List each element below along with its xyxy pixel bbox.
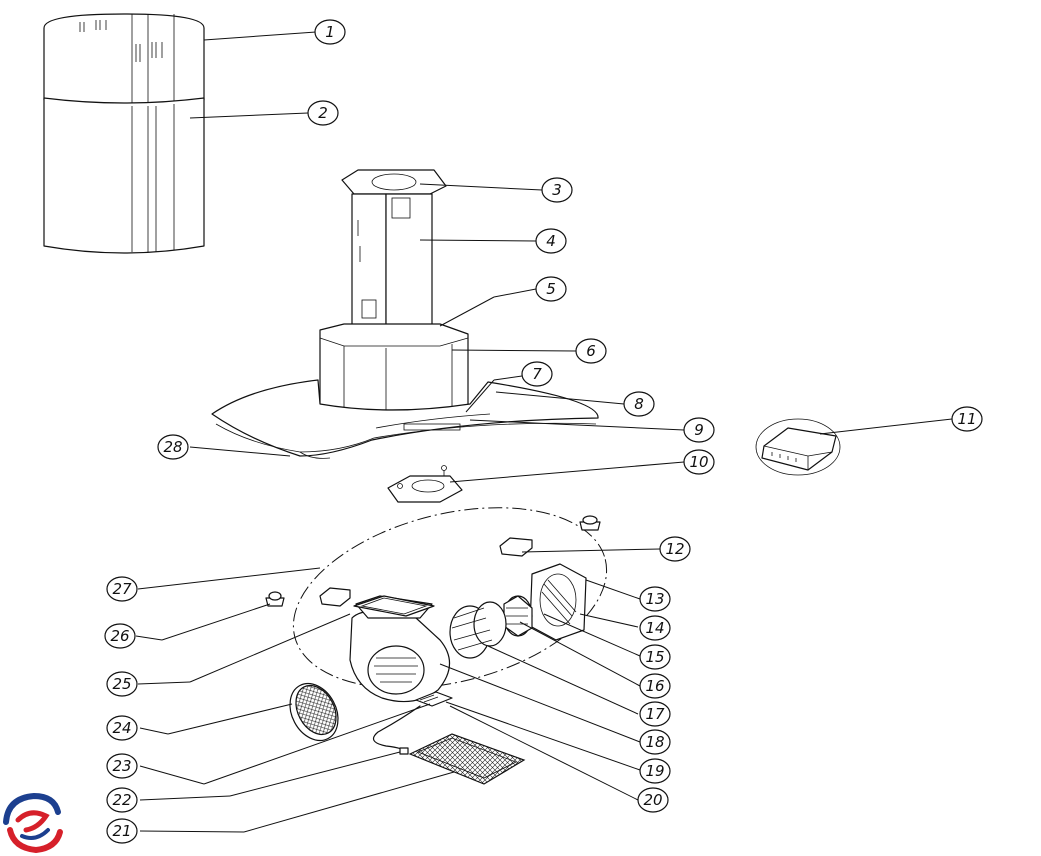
callout-label: 14 xyxy=(645,619,664,637)
motor-housing-cover xyxy=(319,323,469,411)
callout-label: 26 xyxy=(110,627,129,645)
callout-3: 3 xyxy=(541,177,573,203)
callout-8: 8 xyxy=(623,391,655,417)
callout-27: 27 xyxy=(106,576,138,602)
callout-15: 15 xyxy=(639,644,671,670)
callout-label: 8 xyxy=(634,395,644,413)
callout-21: 21 xyxy=(106,818,138,844)
callout-2: 2 xyxy=(307,100,339,126)
callout-23: 23 xyxy=(106,753,138,779)
callout-25: 25 xyxy=(106,671,138,697)
callout-18: 18 xyxy=(639,729,671,755)
callout-label: 25 xyxy=(112,675,131,693)
callout-11: 11 xyxy=(951,406,983,432)
callout-4: 4 xyxy=(535,228,567,254)
callout-20: 20 xyxy=(637,787,669,813)
callout-label: 11 xyxy=(957,410,976,428)
callout-10: 10 xyxy=(683,449,715,475)
callout-6: 6 xyxy=(575,338,607,364)
callout-label: 15 xyxy=(645,648,664,666)
callout-5: 5 xyxy=(535,276,567,302)
chimney-lower-cover xyxy=(43,97,205,254)
callout-label: 18 xyxy=(645,733,664,751)
callout-13: 13 xyxy=(639,586,671,612)
callout-label: 13 xyxy=(645,590,664,608)
carbon-filter-mesh xyxy=(408,733,526,785)
callout-label: 9 xyxy=(694,421,704,439)
callout-24: 24 xyxy=(106,715,138,741)
cap-12 xyxy=(499,537,533,557)
callout-label: 22 xyxy=(112,791,131,809)
callout-label: 24 xyxy=(112,719,131,737)
callout-label: 2 xyxy=(318,104,328,122)
spigot-frame xyxy=(353,595,435,617)
callout-16: 16 xyxy=(639,673,671,699)
callout-1: 1 xyxy=(314,19,346,45)
callout-label: 3 xyxy=(552,181,562,199)
callout-19: 19 xyxy=(639,758,671,784)
terminal-block xyxy=(415,691,453,707)
callout-22: 22 xyxy=(106,787,138,813)
callout-7: 7 xyxy=(521,361,553,387)
fan-wheel xyxy=(449,601,507,659)
callout-17: 17 xyxy=(639,701,671,727)
callout-28: 28 xyxy=(157,434,189,460)
callout-label: 28 xyxy=(163,438,182,456)
foot-top xyxy=(579,515,601,531)
cap-left xyxy=(319,587,351,607)
callout-label: 5 xyxy=(546,280,556,298)
chimney-upper-cover xyxy=(43,13,205,109)
callout-label: 1 xyxy=(325,23,335,41)
foot-left xyxy=(265,591,285,607)
callout-label: 6 xyxy=(586,342,596,360)
callout-12: 12 xyxy=(659,536,691,562)
callout-label: 17 xyxy=(645,705,665,723)
top-bracket xyxy=(341,169,447,195)
callout-26: 26 xyxy=(104,623,136,649)
callout-label: 20 xyxy=(643,791,662,809)
callout-label: 27 xyxy=(112,580,132,598)
leader-lines xyxy=(135,31,953,833)
power-cable xyxy=(372,705,421,755)
callout-label: 12 xyxy=(665,540,684,558)
callout-label: 7 xyxy=(532,365,542,383)
brand-logo xyxy=(3,792,63,854)
duct-flange xyxy=(387,465,463,503)
grease-filter-round xyxy=(289,682,339,742)
glass-canopy xyxy=(211,379,599,459)
callout-9: 9 xyxy=(683,417,715,443)
callout-14: 14 xyxy=(639,615,671,641)
callout-label: 19 xyxy=(645,762,664,780)
callout-label: 23 xyxy=(112,757,131,775)
callout-label: 16 xyxy=(645,677,664,695)
control-panel-module xyxy=(755,418,841,476)
motor xyxy=(503,595,533,637)
inner-chimney xyxy=(351,193,433,335)
callout-label: 4 xyxy=(546,232,556,250)
callout-label: 10 xyxy=(689,453,708,471)
callout-label: 21 xyxy=(112,822,131,840)
